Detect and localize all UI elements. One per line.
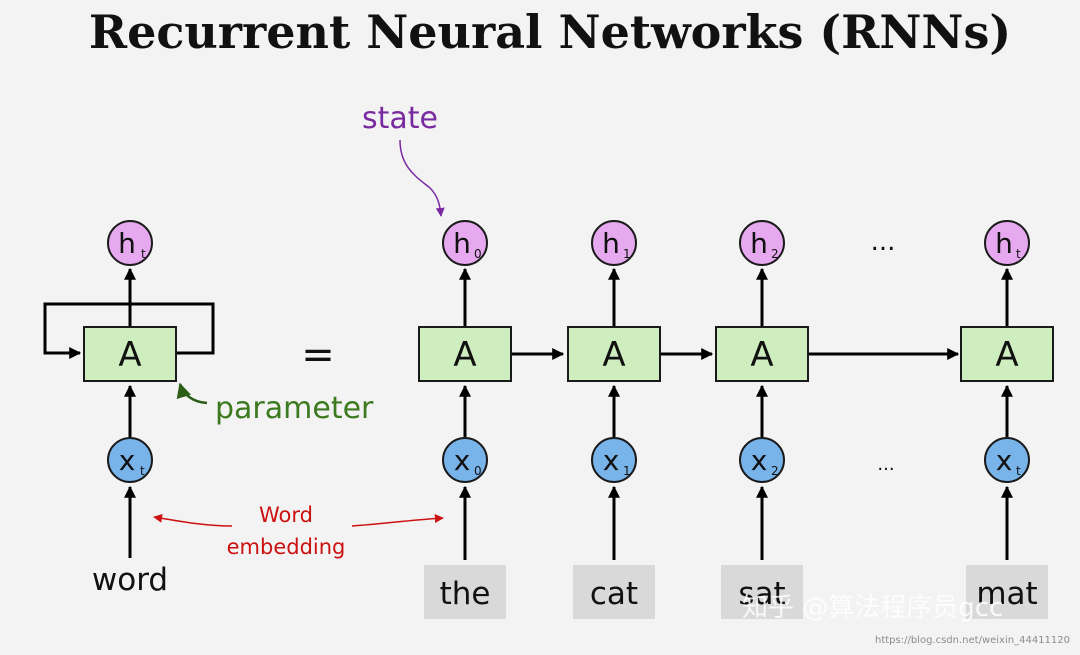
input-label-3: x xyxy=(996,444,1013,477)
embedding-label-line1: Word xyxy=(259,503,313,527)
ellipsis-bottom: ... xyxy=(877,454,894,475)
embedding-pointer-right xyxy=(351,513,444,527)
word-text-1: cat xyxy=(590,576,638,612)
page-title: Recurrent Neural Networks (RNNs) xyxy=(89,5,1011,59)
word-token-0: the xyxy=(424,565,506,619)
embedding-label-line2: embedding xyxy=(227,535,346,559)
hidden-label-2: h xyxy=(750,227,768,260)
folded-hidden-sub: t xyxy=(141,247,146,261)
ellipsis-top: ... xyxy=(871,227,896,257)
word-text-0: the xyxy=(440,576,491,612)
cell-0: A xyxy=(418,326,512,382)
hidden-label-3: h xyxy=(995,227,1013,260)
hidden-sub-2: 2 xyxy=(771,247,779,261)
input-label-2: x xyxy=(751,444,768,477)
folded-input-node: x t xyxy=(107,437,153,483)
cell-label-1: A xyxy=(602,335,625,375)
state-pointer xyxy=(399,139,445,217)
input-sub-3: t xyxy=(1016,464,1021,478)
parameter-label: parameter xyxy=(215,391,374,426)
folded-rnn: h t A x t word xyxy=(43,220,215,598)
folded-recurrent-loop xyxy=(43,302,215,359)
hidden-label-0: h xyxy=(453,227,471,260)
watermark-url: https://blog.csdn.net/weixin_44411120 xyxy=(875,635,1070,646)
watermark-text: 知乎 @算法程序员gcc xyxy=(742,593,1003,623)
word-text-2: sat xyxy=(738,576,785,612)
folded-cell: A xyxy=(83,326,177,382)
folded-word: word xyxy=(92,562,168,598)
folded-cell-label: A xyxy=(118,335,141,375)
folded-hidden-node: h t xyxy=(107,220,153,266)
input-sub-1: 1 xyxy=(623,464,631,478)
cell-label-2: A xyxy=(750,335,773,375)
folded-input-label: x xyxy=(119,444,136,477)
word-token-2: sat xyxy=(721,565,803,619)
word-text-3: mat xyxy=(976,576,1037,612)
word-token-1: cat xyxy=(573,565,655,619)
parameter-pointer xyxy=(176,382,208,405)
word-token-3: mat xyxy=(966,565,1048,619)
cell-1: A xyxy=(567,326,661,382)
cell-3: A xyxy=(960,326,1054,382)
hidden-sub-3: t xyxy=(1016,247,1021,261)
hidden-sub-1: 1 xyxy=(623,247,631,261)
folded-input-sub: t xyxy=(140,464,145,478)
input-label-1: x xyxy=(603,444,620,477)
cell-label-3: A xyxy=(995,335,1018,375)
input-label-0: x xyxy=(454,444,471,477)
input-sub-2: 2 xyxy=(771,464,779,478)
input-sub-0: 0 xyxy=(474,464,482,478)
equals-sign: = xyxy=(301,332,335,378)
hidden-label-1: h xyxy=(602,227,620,260)
cell-2: A xyxy=(715,326,809,382)
folded-hidden-label: h xyxy=(118,227,136,260)
hidden-sub-0: 0 xyxy=(474,247,482,261)
state-label: state xyxy=(362,101,438,136)
embedding-pointer-left xyxy=(153,513,233,527)
cell-label-0: A xyxy=(453,335,476,375)
